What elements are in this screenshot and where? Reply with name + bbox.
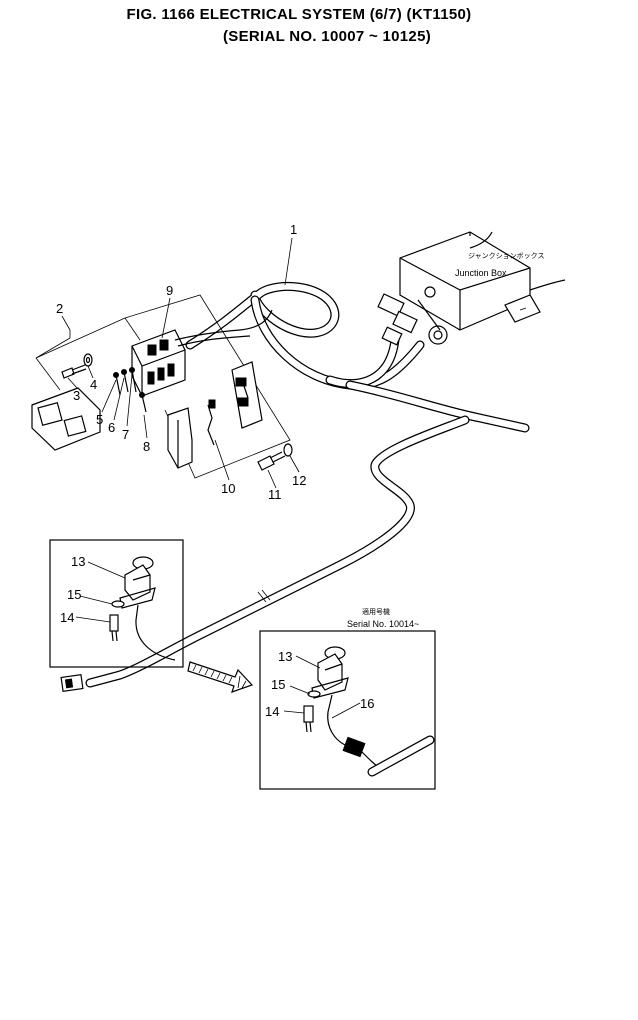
inset-right-switch bbox=[311, 646, 349, 746]
callout-11: 11 bbox=[268, 487, 282, 502]
inset-left-frame bbox=[49, 539, 184, 668]
inset-left-switch bbox=[119, 556, 176, 661]
callout-7: 7 bbox=[122, 427, 129, 442]
bracket-10 bbox=[167, 399, 216, 469]
washer-12 bbox=[283, 443, 293, 457]
inset-right-serial: Serial No. 10014~ bbox=[347, 619, 419, 629]
callout-4: 4 bbox=[90, 377, 97, 392]
junction-box bbox=[377, 231, 566, 346]
inset-left-callout-14: 14 bbox=[60, 610, 74, 625]
switch-cover bbox=[31, 387, 101, 451]
figure-title: FIG. 1166 ELECTRICAL SYSTEM (6/7) (KT115… bbox=[126, 6, 472, 23]
bolt-3 bbox=[61, 364, 87, 379]
terminal-block-9 bbox=[131, 309, 273, 397]
callout-8: 8 bbox=[143, 439, 150, 454]
inset-right-callout-14: 14 bbox=[265, 704, 279, 719]
direction-arrow bbox=[187, 661, 254, 693]
callout-2: 2 bbox=[56, 301, 63, 316]
junction-box-label-jp: ジャンクションボックス bbox=[468, 252, 544, 260]
inset-right-callout-16: 16 bbox=[360, 696, 374, 711]
serial-range-subtitle: (SERIAL NO. 10007 ~ 10125) bbox=[222, 28, 432, 45]
inset-right-washer bbox=[307, 690, 321, 698]
inset-left-bolt bbox=[109, 614, 119, 642]
callout-1: 1 bbox=[290, 222, 297, 237]
junction-box-label: Junction Box bbox=[455, 268, 507, 278]
screws-5-8 bbox=[113, 367, 147, 413]
callout-6: 6 bbox=[108, 420, 115, 435]
inset-left-callout-13: 13 bbox=[71, 554, 85, 569]
inset-right-callout-15: 15 bbox=[271, 677, 285, 692]
relay-plate bbox=[231, 361, 263, 429]
inset-left-washer bbox=[111, 600, 125, 608]
main-harness bbox=[85, 281, 530, 688]
callout-9: 9 bbox=[166, 283, 173, 298]
inset-right-connector-16 bbox=[342, 735, 435, 777]
inset-right-callout-13: 13 bbox=[278, 649, 292, 664]
inset-right-frame bbox=[259, 630, 436, 790]
washer-4 bbox=[83, 353, 93, 367]
leader-lines bbox=[35, 237, 361, 719]
callout-12: 12 bbox=[292, 473, 306, 488]
inset-left-callout-15: 15 bbox=[67, 587, 81, 602]
bolt-11 bbox=[257, 451, 286, 471]
callout-5: 5 bbox=[96, 412, 103, 427]
harness-end-connector bbox=[60, 673, 84, 693]
inset-right-bolt bbox=[303, 705, 314, 733]
inset-right-label-jp: 適用号機 bbox=[362, 607, 390, 616]
callout-3: 3 bbox=[73, 388, 80, 403]
callout-10: 10 bbox=[221, 481, 235, 496]
